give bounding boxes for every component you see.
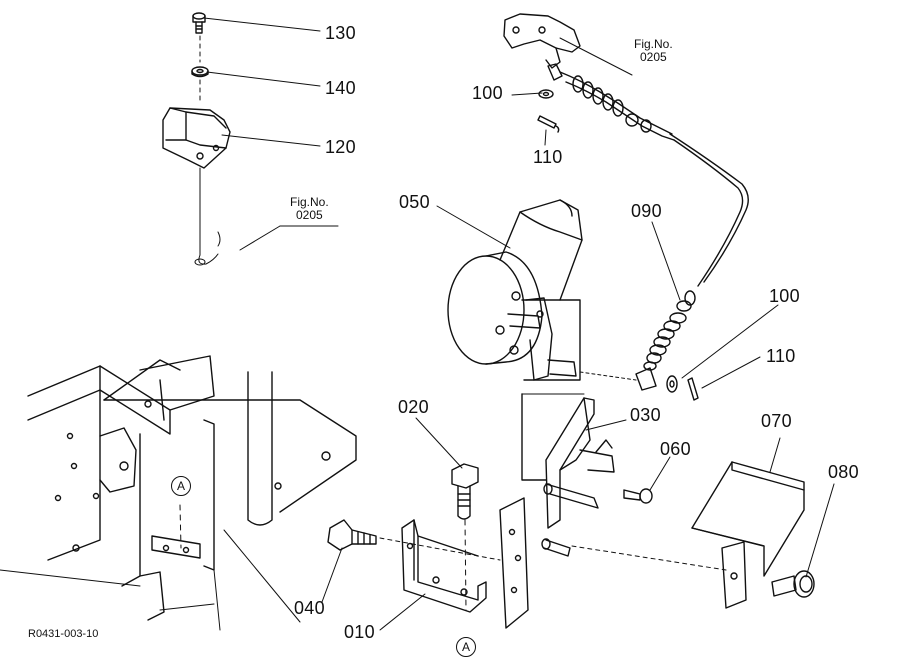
fig-ref-top-line2: 0205 [639, 50, 667, 64]
fig-ref-top: Fig.No. 0205 [634, 38, 673, 64]
bolt-060 [623, 488, 653, 504]
cotter-pin-110-right [687, 377, 699, 401]
switch-120 [162, 107, 231, 169]
bolt-020 [451, 463, 479, 520]
throttle-lever-assembly [503, 13, 581, 69]
label-050: 050 [399, 192, 430, 212]
label-010: 010 [344, 622, 375, 642]
cable-090 [579, 290, 696, 391]
bolt-040 [327, 519, 501, 561]
bracket-010 [401, 519, 487, 613]
bolt-080 [771, 570, 815, 598]
cover-070 [571, 461, 805, 609]
label-090: 090 [631, 201, 662, 221]
label-040: 040 [294, 598, 325, 618]
label-080: 080 [828, 462, 859, 482]
screw-130 [192, 12, 206, 34]
label-100-top: 100 [472, 83, 503, 103]
label-100-right: 100 [769, 286, 800, 306]
bracket-030 [499, 393, 615, 629]
fig-ref-left-line2: 0205 [295, 208, 323, 222]
label-130: 130 [325, 23, 356, 43]
label-070: 070 [761, 411, 792, 431]
fig-ref-top-line1: Fig.No. [634, 37, 673, 51]
label-030: 030 [630, 405, 661, 425]
label-110-right: 110 [766, 346, 796, 366]
solenoid-050 [447, 199, 583, 381]
leader-lines [179, 17, 835, 631]
cotter-pin-110-top [537, 115, 560, 133]
fig-ref-left-line1: Fig.No. [290, 195, 329, 209]
fig-ref-left: Fig.No. 0205 [290, 196, 329, 222]
washer-140 [191, 66, 209, 78]
label-020: 020 [398, 397, 429, 417]
washer-100-top [538, 89, 554, 99]
label-060: 060 [660, 439, 691, 459]
label-140: 140 [325, 78, 356, 98]
vertical-post [247, 371, 273, 526]
wire-harness [194, 35, 221, 266]
washer-100-right [666, 375, 678, 393]
section-marker-a-left: A [171, 476, 191, 496]
label-110-top: 110 [533, 147, 563, 167]
cable-upper-end [547, 63, 749, 287]
section-marker-a-bottom: A [456, 637, 476, 657]
label-120: 120 [325, 137, 356, 157]
drawing-reference: R0431-003-10 [28, 628, 99, 640]
tractor-frame [0, 355, 357, 631]
